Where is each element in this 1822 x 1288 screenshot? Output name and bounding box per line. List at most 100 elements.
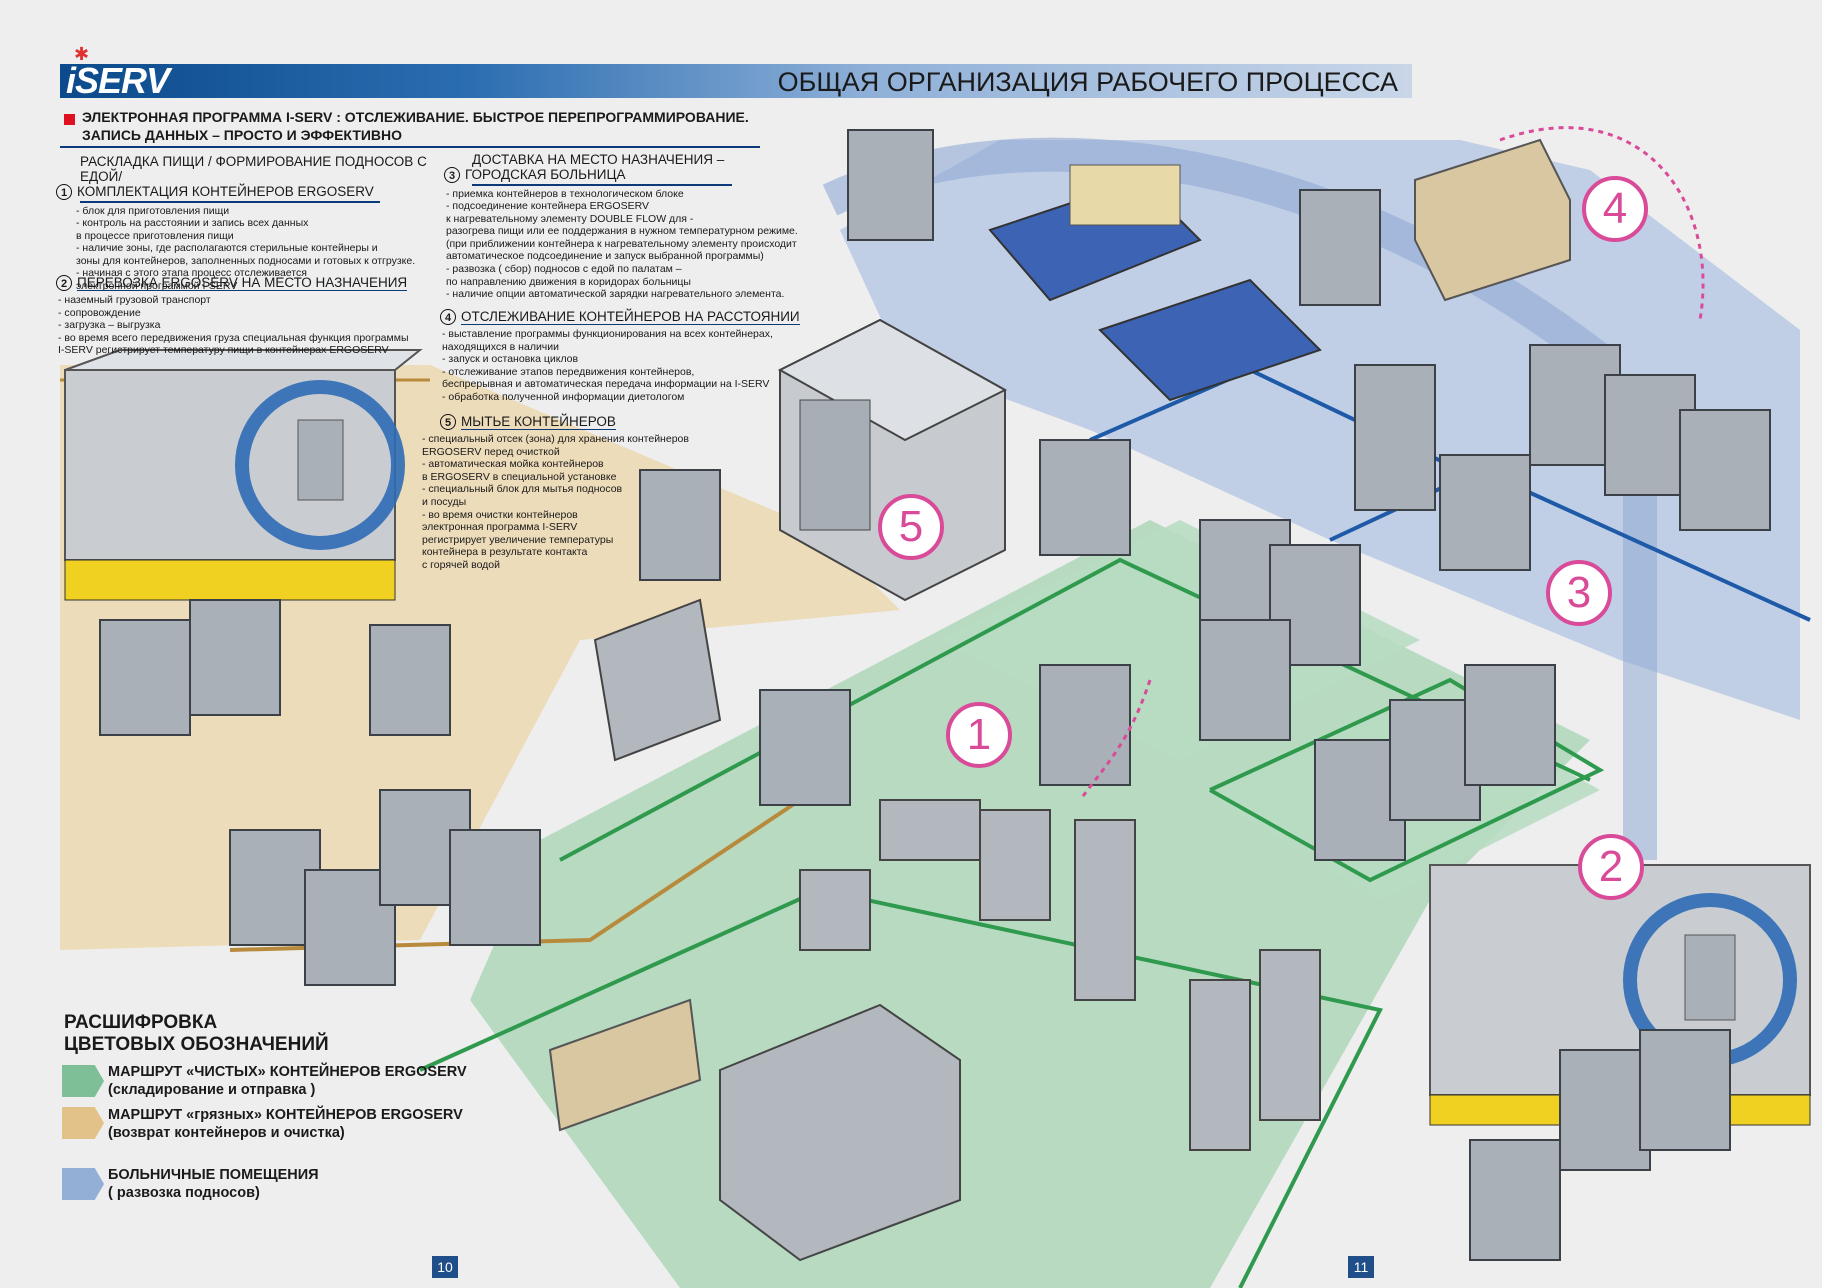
legend-title-line-1: РАСШИФРОВКА: [64, 1012, 218, 1033]
legend-title: РАСШИФРОВКА ЦВЕТОВЫХ ОБОЗНАЧЕНИЙ: [64, 1012, 329, 1056]
legend-clean-route-label: МАРШРУТ «ЧИСТЫХ» КОНТЕЙНЕРОВ ERGOSERV: [108, 1064, 467, 1080]
legend-dirty-route-label: МАРШРУТ «грязных» КОНТЕЙНЕРОВ ERGOSERV: [108, 1107, 463, 1123]
list-item: электронной программой I-SERV: [76, 280, 238, 293]
section-4-title-text: ОТСЛЕЖИВАНИЕ КОНТЕЙНЕРОВ НА РАССТОЯНИИ: [461, 309, 800, 325]
washing-unit: [777, 318, 1008, 602]
section-5-number: 5: [440, 414, 456, 430]
list-item: (при приближении контейнера к нагревател…: [446, 237, 797, 250]
list-item: ERGOSERV перед очисткой: [422, 445, 560, 458]
list-item: по направлению движения в коридорах боль…: [446, 275, 691, 288]
section-3-title-text: ГОРОДСКАЯ БОЛЬНИЦА: [465, 167, 626, 182]
step-badge-3: 3: [1546, 560, 1612, 626]
list-item: - контроль на расстоянии и запись всех д…: [76, 217, 309, 230]
list-item: - во время очистки контейнеров: [422, 508, 578, 521]
list-item: и посуды: [422, 495, 467, 508]
section-2-title-text: ПЕРЕВОЗКА ERGOSERV НА МЕСТО НАЗНАЧЕНИЯ: [77, 275, 408, 291]
section-3-number: 3: [444, 167, 460, 183]
list-item: - обработка полученной информации диетол…: [442, 390, 685, 403]
page-number-left: 10: [432, 1256, 458, 1278]
kitchen-equipment: [593, 598, 1321, 1262]
legend-clean-route-note: (складирование и отправка ): [108, 1082, 316, 1098]
section-1-title-line-2: 1 КОМПЛЕКТАЦИЯ КОНТЕЙНЕРОВ ERGOSERV: [56, 184, 446, 200]
step-badge-5: 5: [878, 494, 944, 560]
list-item: - подсоединение контейнера ERGOSERV: [446, 200, 650, 213]
page-title: ОБЩАЯ ОРГАНИЗАЦИЯ РАБОЧЕГО ПРОЦЕССА: [777, 67, 1398, 97]
list-item: - отслеживание этапов передвижения конте…: [442, 365, 695, 378]
page-number-right: 11: [1348, 1256, 1374, 1278]
list-item: беспрерывная и автоматическая передача и…: [442, 378, 770, 391]
legend-clean-route: МАРШРУТ «ЧИСТЫХ» КОНТЕЙНЕРОВ ERGOSERV (с…: [108, 1063, 467, 1099]
section-2-number: 2: [56, 275, 72, 291]
section-4-title: 4 ОТСЛЕЖИВАНИЕ КОНТЕЙНЕРОВ НА РАССТОЯНИИ: [440, 309, 820, 325]
header-bar: [60, 64, 1412, 98]
section-1: РАСКЛАДКА ПИЩИ / ФОРМИРОВАНИЕ ПОДНОСОВ С…: [56, 154, 446, 293]
legend-swatch-green: [62, 1065, 104, 1097]
list-item: регистрирует увеличение температуры: [422, 533, 614, 546]
desks: [548, 138, 1571, 1132]
list-item: к нагревательному элементу DOUBLE FLOW д…: [446, 212, 694, 225]
hospital-beds: [988, 164, 1322, 402]
list-item: - приемка контейнеров в технологическом …: [446, 187, 684, 200]
list-item: - наземный грузовой транспорт: [58, 294, 211, 306]
section-4-items: - выставление программы функционирования…: [440, 328, 820, 404]
list-item: в процессе приготовления пищи: [76, 229, 234, 242]
legend-swatch-orange: [62, 1107, 104, 1139]
step-badge-1: 1: [946, 702, 1012, 768]
section-3-title-line-1: ДОСТАВКА НА МЕСТО НАЗНАЧЕНИЯ –: [472, 152, 725, 167]
red-square-bullet: [64, 114, 75, 125]
list-item: - наличие зоны, где располагаются стерил…: [76, 242, 378, 255]
section-4-number: 4: [440, 309, 456, 325]
subtitle-line-2: ЗАПИСЬ ДАННЫХ – ПРОСТО И ЭФФЕКТИВНО: [82, 127, 403, 143]
subtitle-underline: [60, 146, 760, 148]
legend-hospital-note: ( развозка подносов): [108, 1185, 260, 1201]
logo-star-icon: ✱: [74, 44, 90, 64]
subtitle-line-1: ЭЛЕКТРОННАЯ ПРОГРАММА I-SERV : ОТСЛЕЖИВА…: [82, 109, 749, 125]
list-item: в ERGOSERV в специальной установке: [422, 470, 617, 483]
section-2-items: - наземный грузовой транспорт - сопровож…: [56, 294, 436, 357]
list-item: с горячей водой: [422, 558, 501, 571]
section-1-title-text: КОМПЛЕКТАЦИЯ КОНТЕЙНЕРОВ ERGOSERV: [77, 184, 374, 199]
section-5-title-text: МЫТЬЕ КОНТЕЙНЕРОВ: [461, 414, 616, 430]
legend-swatch-blue: [62, 1168, 104, 1200]
list-item: - автоматическая мойка контейнеров: [422, 458, 604, 471]
section-5-title: 5 МЫТЬЕ КОНТЕЙНЕРОВ: [420, 414, 720, 430]
list-item: - загрузка – выгрузка: [58, 319, 161, 332]
list-item: I-SERV регистрирует температуру пищи в к…: [58, 344, 389, 357]
section-1-title-line-1: РАСКЛАДКА ПИЩИ / ФОРМИРОВАНИЕ ПОДНОСОВ С…: [80, 154, 427, 184]
section-5-items: - специальный отсек (зона) для хранения …: [420, 433, 720, 572]
section-3-title-line-2: 3 ГОРОДСКАЯ БОЛЬНИЦА: [444, 167, 824, 183]
section-1-number: 1: [56, 184, 72, 200]
section-2-title: 2 ПЕРЕВОЗКА ERGOSERV НА МЕСТО НАЗНАЧЕНИЯ: [56, 275, 436, 291]
list-item: - блок для приготовления пищи: [76, 204, 230, 217]
list-item: - специальный отсек (зона) для хранения …: [422, 433, 689, 445]
list-item: контейнера в результате контакта: [422, 546, 588, 559]
legend-dirty-route: МАРШРУТ «грязных» КОНТЕЙНЕРОВ ERGOSERV (…: [108, 1106, 463, 1142]
brand-logo: iSERV: [66, 60, 170, 101]
step-badge-2: 2: [1578, 834, 1644, 900]
subtitle: ЭЛЕКТРОННАЯ ПРОГРАММА I-SERV : ОТСЛЕЖИВА…: [82, 108, 782, 144]
list-item: автоматическое подсоединение и запуск вы…: [446, 250, 764, 263]
list-item: находящихся в наличии: [442, 340, 560, 353]
list-item: - сопровождение: [58, 306, 141, 319]
list-item: зоны для контейнеров, заполненных поднос…: [76, 254, 416, 267]
legend-title-line-2: ЦВЕТОВЫХ ОБОЗНАЧЕНИЙ: [64, 1034, 329, 1055]
list-item: - развозка ( сбор) подносов с едой по па…: [446, 263, 682, 276]
list-item: электронная программа I-SERV: [422, 521, 578, 534]
list-item: - запуск и остановка циклов: [442, 353, 579, 366]
legend-hospital: БОЛЬНИЧНЫЕ ПОМЕЩЕНИЯ ( развозка подносов…: [108, 1166, 319, 1202]
section-3-items: - приемка контейнеров в технологическом …: [444, 188, 824, 301]
list-item: разогрева пищи или ее поддержания в нужн…: [446, 225, 798, 238]
list-item: - выставление программы функционирования…: [442, 328, 773, 340]
legend-hospital-label: БОЛЬНИЧНЫЕ ПОМЕЩЕНИЯ: [108, 1167, 319, 1183]
list-item: - специальный блок для мытья подносов: [422, 483, 623, 496]
section-5: 5 МЫТЬЕ КОНТЕЙНЕРОВ - специальный отсек (…: [420, 414, 720, 572]
truck-left: [64, 349, 423, 601]
list-item: - во время всего передвижения груза спец…: [58, 331, 409, 344]
list-item: - начиная с этого этапа процесс отслежив…: [76, 267, 307, 280]
section-1-items: - блок для приготовления пищи - контроль…: [56, 205, 446, 293]
section-3: ДОСТАВКА НА МЕСТО НАЗНАЧЕНИЯ – 3 ГОРОДСКА…: [444, 152, 824, 301]
list-item: - наличие опции автоматической зарядки н…: [446, 288, 785, 301]
